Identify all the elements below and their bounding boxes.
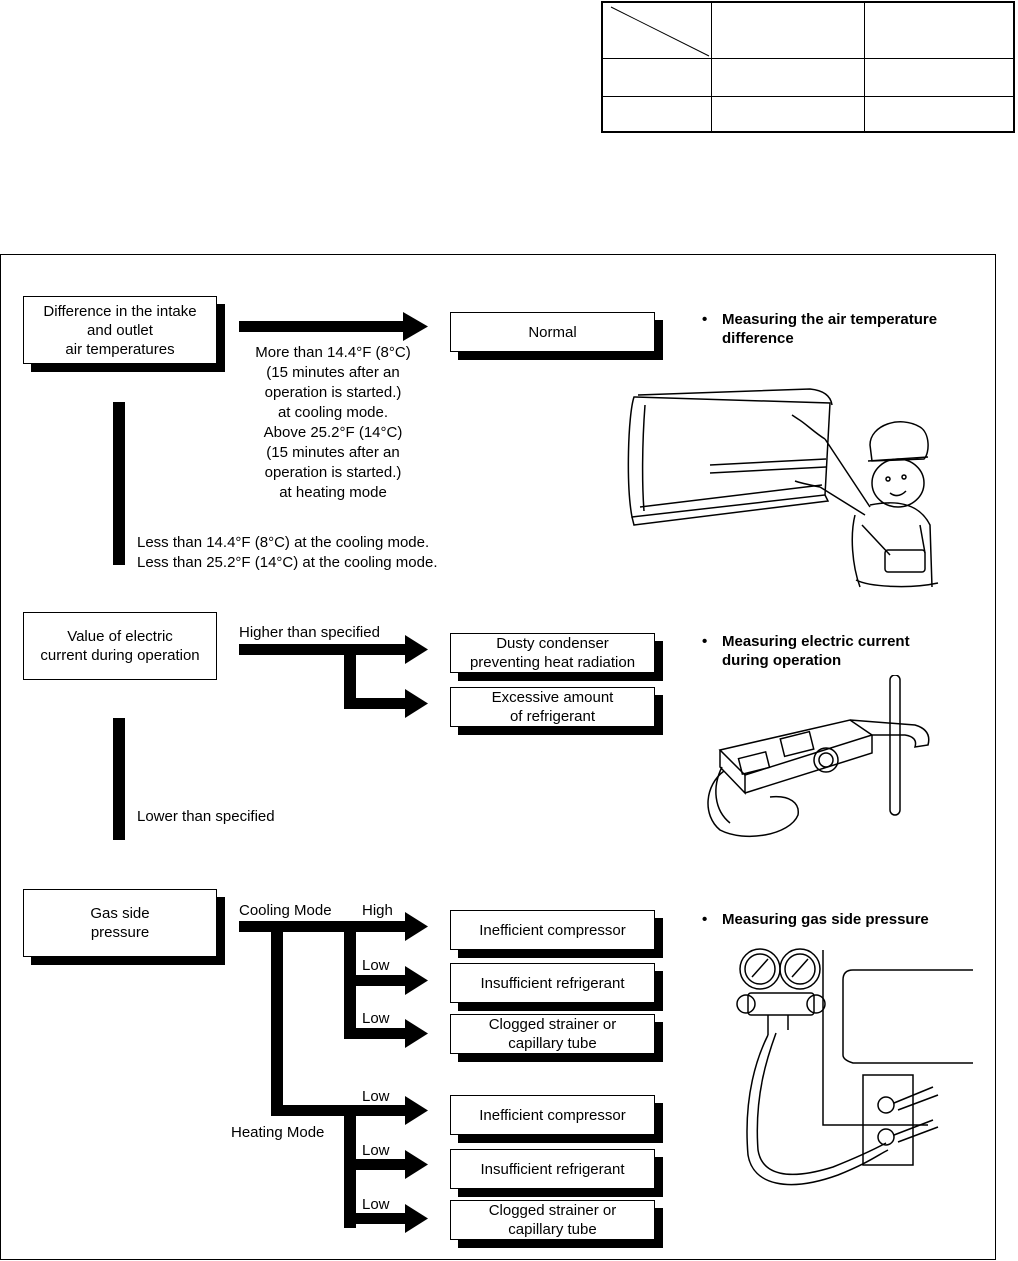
bullet-gas-side-pressure: • Measuring gas side pressure — [702, 911, 929, 928]
cooling-clogged-strainer-box: Clogged strainer or capillary tube — [450, 1014, 655, 1054]
level-label: Low — [362, 1088, 390, 1105]
table-divider — [603, 58, 1013, 59]
cooling-inefficient-compressor-box: Inefficient compressor — [450, 910, 655, 950]
fail-bar — [113, 402, 125, 565]
level-label: Low — [362, 957, 390, 974]
level-label: Low — [362, 1010, 390, 1027]
blank-table — [601, 1, 1015, 133]
bullet-electric-current: • Measuring electric current during oper… — [702, 633, 910, 669]
excessive-refrigerant-box: Excessive amount of refrigerant — [450, 687, 655, 727]
lower-than-specified-label: Lower than specified — [137, 808, 275, 825]
table-divider — [864, 3, 865, 131]
level-label: Low — [362, 1142, 390, 1159]
table-divider — [711, 3, 712, 131]
fail-condition-label: Less than 14.4°F (8°C) at the cooling mo… — [137, 534, 438, 571]
table-diagonal — [610, 6, 710, 57]
cooling-insufficient-refrigerant-box: Insufficient refrigerant — [450, 963, 655, 1003]
heating-inefficient-compressor-box: Inefficient compressor — [450, 1095, 655, 1135]
arrow-shaft — [239, 321, 404, 332]
level-label: High — [362, 902, 393, 919]
bullet-air-temperature: • Measuring the air temperature differen… — [702, 311, 938, 347]
air-temperature-measuring-illustration — [627, 388, 939, 588]
pass-condition-label: More than 14.4°F (8°C) (15 minutes after… — [255, 344, 411, 501]
higher-than-specified-label: Higher than specified — [239, 624, 380, 641]
table-divider — [603, 96, 1013, 97]
diagnosis-frame — [0, 254, 996, 1260]
manifold-gauge-illustration — [736, 948, 973, 1186]
normal-result-box: Normal — [450, 312, 655, 352]
heating-insufficient-refrigerant-box: Insufficient refrigerant — [450, 1149, 655, 1189]
heating-mode-label: Heating Mode — [231, 1124, 325, 1141]
level-label: Low — [362, 1196, 390, 1213]
clamp-meter-illustration — [707, 675, 930, 838]
cooling-mode-label: Cooling Mode — [239, 902, 332, 919]
arrow-head — [403, 312, 428, 341]
heating-clogged-strainer-box: Clogged strainer or capillary tube — [450, 1200, 655, 1240]
air-temperature-difference-box: Difference in the intake and outlet air … — [23, 296, 217, 364]
electric-current-box: Value of electric current during operati… — [23, 612, 217, 680]
gas-side-pressure-box: Gas side pressure — [23, 889, 217, 957]
dusty-condenser-box: Dusty condenser preventing heat radiatio… — [450, 633, 655, 673]
